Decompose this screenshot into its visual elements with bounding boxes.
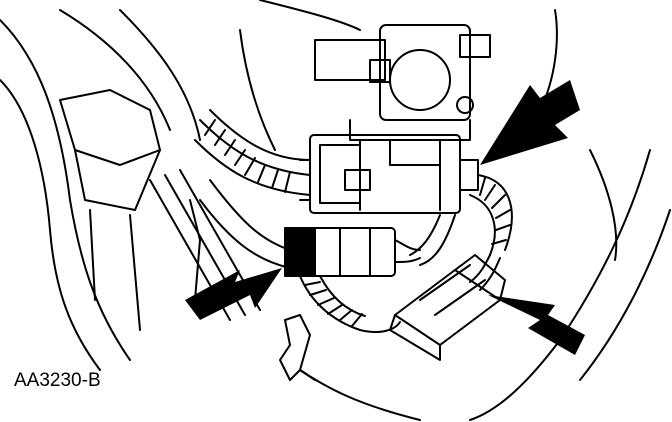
wire-harness-lower xyxy=(299,254,501,333)
arrow-lower-left-connector-icon xyxy=(185,268,282,320)
upper-connector xyxy=(299,134,479,214)
lower-right-connector xyxy=(389,254,506,361)
lower-left-connector xyxy=(284,227,421,277)
arrow-upper-connector-icon xyxy=(480,80,580,165)
bottom-bracket xyxy=(279,314,316,381)
mounting-panel xyxy=(0,9,261,371)
figure-label: AA3230-B xyxy=(14,370,101,391)
wire-harness-upper xyxy=(194,109,311,269)
arrow-lower-right-connector-icon xyxy=(488,295,585,355)
actuator-component xyxy=(314,24,491,141)
pointer-arrows xyxy=(185,80,585,355)
wire-harness-right xyxy=(409,174,513,266)
